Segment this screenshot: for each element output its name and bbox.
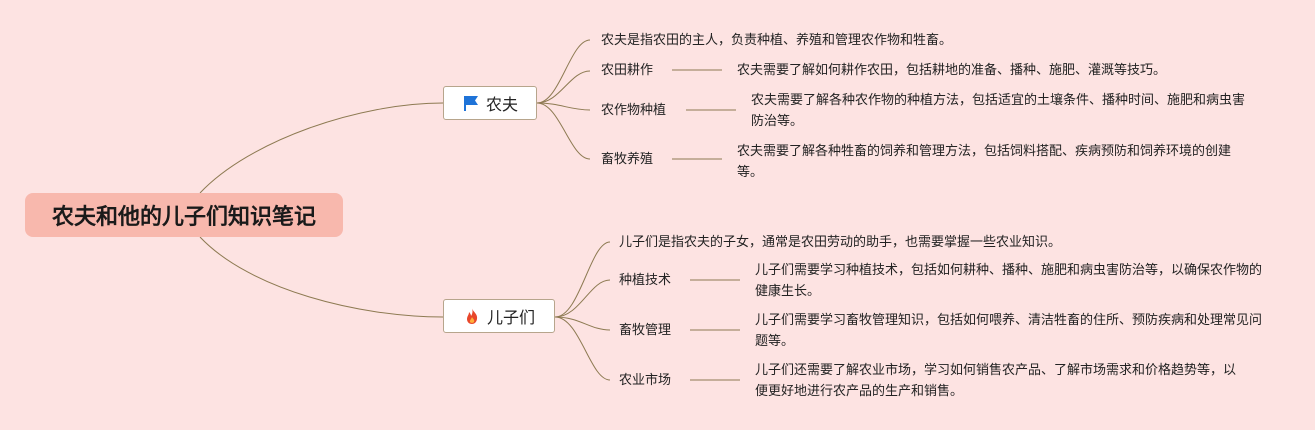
link-farmer-t3 xyxy=(536,102,591,160)
sons-topic-3-desc: 儿子们还需要了解农业市场，学习如何销售农产品、了解市场需求和价格趋势等，以便更好… xyxy=(755,363,1237,399)
farmer-topic-2-desc: 农夫需要了解各种农作物的种植方法，包括适宜的土壤条件、播种时间、施肥和病虫害防治… xyxy=(751,93,1246,129)
root-label: 农夫和他的儿子们知识笔记 xyxy=(51,205,316,230)
farmer-intro: 农夫是指农田的主人，负责种植、养殖和管理农作物和牲畜。 xyxy=(601,33,953,48)
branch-farmer[interactable]: 农夫 xyxy=(443,86,537,120)
fire-icon xyxy=(466,308,478,324)
farmer-topic-3-desc: 农夫需要了解各种牲畜的饲养和管理方法，包括饲料搭配、疾病预防和饲养环境的创建等。 xyxy=(737,144,1232,180)
link-farmer-intro xyxy=(536,39,591,104)
link-sons-t2 xyxy=(554,316,611,331)
sons-topic-1-desc: 儿子们需要学习种植技术，包括如何耕种、播种、施肥和病虫害防治等，以确保农作物的健… xyxy=(755,263,1263,299)
farmer-topic-3[interactable]: 畜牧养殖 xyxy=(601,152,654,167)
sons-intro: 儿子们是指农夫的子女，通常是农田劳动的助手，也需要掌握一些农业知识。 xyxy=(619,235,1062,250)
root-node[interactable]: 农夫和他的儿子们知识笔记 xyxy=(25,193,343,237)
link-root-farmer xyxy=(199,102,444,194)
sons-topic-2[interactable]: 畜牧管理 xyxy=(619,323,672,338)
link-sons-t1 xyxy=(554,279,611,318)
link-sons-t3 xyxy=(554,316,611,381)
sons-topic-1[interactable]: 种植技术 xyxy=(619,273,672,288)
branch-label: 农夫 xyxy=(485,95,518,114)
farmer-topic-1-desc: 农夫需要了解如何耕作农田，包括耕地的准备、播种、施肥、灌溉等技巧。 xyxy=(737,63,1167,78)
blue-flag-icon xyxy=(463,96,478,111)
branch-sons[interactable]: 儿子们 xyxy=(443,299,555,333)
sons-topic-2-desc: 儿子们需要学习畜牧管理知识，包括如何喂养、清洁牲畜的住所、预防疾病和处理常见问题… xyxy=(755,313,1263,349)
link-sons-intro xyxy=(554,241,611,318)
sons-topic-3[interactable]: 农业市场 xyxy=(619,373,672,388)
link-farmer-t1 xyxy=(536,70,591,104)
link-farmer-t2 xyxy=(536,102,591,111)
branch-label: 儿子们 xyxy=(486,308,535,327)
link-root-sons xyxy=(199,236,444,318)
farmer-topic-2[interactable]: 农作物种植 xyxy=(601,103,667,118)
farmer-topic-1[interactable]: 农田耕作 xyxy=(601,63,654,78)
